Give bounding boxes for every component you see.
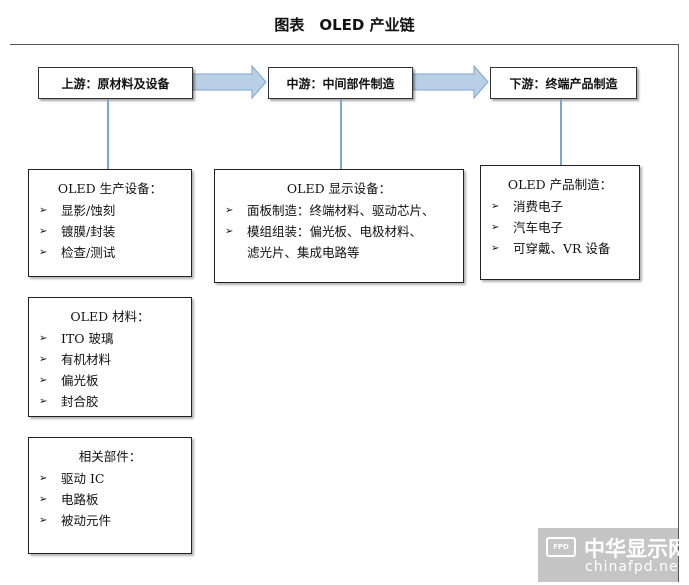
- list-item: ➢汽车电子: [491, 217, 639, 238]
- right-rule: [678, 44, 679, 582]
- box-oled-materials: OLED 材料： ➢ITO 玻璃 ➢有机材料 ➢偏光板 ➢封合胶: [28, 297, 192, 417]
- bullet-arrow-icon: ➢: [39, 226, 48, 237]
- bullet-arrow-icon: ➢: [39, 333, 48, 344]
- bullet-arrow-icon: ➢: [39, 354, 48, 365]
- list-item: ➢镀膜/封装: [39, 221, 191, 242]
- monitor-logo-icon: FPD: [546, 537, 576, 557]
- list-item: ➢消费电子: [491, 196, 639, 217]
- stage-midstream: 中游：中间部件制造: [268, 67, 413, 99]
- arrow-midstream-to-downstream: [412, 64, 489, 100]
- bullet-arrow-icon: ➢: [491, 222, 500, 233]
- list-item: ➢面板制造：终端材料、驱动芯片、: [225, 200, 463, 221]
- bullet-arrow-icon: ➢: [39, 247, 48, 258]
- box-title: OLED 产品制造：: [507, 177, 613, 192]
- connector-midstream: [340, 99, 342, 169]
- bullet-arrow-icon: ➢: [39, 205, 48, 216]
- box-title: OLED 生产设备：: [57, 181, 163, 196]
- list-item: ➢ITO 玻璃: [39, 328, 191, 349]
- box-related-components: 相关部件： ➢驱动 IC ➢电路板 ➢被动元件: [28, 437, 192, 554]
- box-oled-product-manufacturing: OLED 产品制造： ➢消费电子 ➢汽车电子 ➢可穿戴、VR 设备: [480, 165, 640, 280]
- list-item: ➢显影/蚀刻: [39, 200, 191, 221]
- list-item-continuation: 滤光片、集成电路等: [247, 245, 360, 260]
- list-item: ➢偏光板: [39, 370, 191, 391]
- box-oled-equipment: OLED 生产设备： ➢显影/蚀刻 ➢镀膜/封装 ➢检查/测试: [28, 169, 192, 277]
- box-title: 相关部件：: [78, 449, 142, 464]
- list-item: ➢被动元件: [39, 510, 191, 531]
- bullet-arrow-icon: ➢: [39, 494, 48, 505]
- bullet-arrow-icon: ➢: [225, 226, 234, 237]
- box-oled-display-equipment: OLED 显示设备： ➢面板制造：终端材料、驱动芯片、 ➢模组组装：偏光板、电极…: [214, 169, 464, 283]
- list-item: ➢可穿戴、VR 设备: [491, 238, 639, 259]
- box-title: OLED 材料：: [70, 309, 150, 324]
- bullet-arrow-icon: ➢: [491, 243, 500, 254]
- box-title: OLED 显示设备：: [286, 181, 392, 196]
- connector-upstream: [107, 99, 109, 169]
- list-item: ➢驱动 IC: [39, 468, 191, 489]
- bullet-arrow-icon: ➢: [39, 515, 48, 526]
- figure-title: 图表 OLED 产业链: [274, 16, 415, 34]
- connector-downstream: [560, 99, 562, 165]
- bullet-arrow-icon: ➢: [39, 396, 48, 407]
- stage-downstream: 下游：终端产品制造: [490, 67, 637, 99]
- watermark-site-name: 中华显示网: [584, 537, 689, 561]
- bullet-arrow-icon: ➢: [225, 205, 234, 216]
- top-rule: [10, 44, 679, 45]
- list-item: ➢有机材料: [39, 349, 191, 370]
- list-item: ➢封合胶: [39, 391, 191, 412]
- arrow-upstream-to-midstream: [192, 64, 267, 100]
- list-item: ➢检查/测试: [39, 242, 191, 263]
- list-item: ➢模组组装：偏光板、电极材料、: [225, 221, 463, 242]
- bullet-arrow-icon: ➢: [39, 473, 48, 484]
- watermark-domain: chinafpd.net: [585, 559, 686, 575]
- stage-upstream: 上游：原材料及设备: [38, 67, 193, 99]
- bullet-arrow-icon: ➢: [39, 375, 48, 386]
- list-item: ➢电路板: [39, 489, 191, 510]
- bullet-arrow-icon: ➢: [491, 201, 500, 212]
